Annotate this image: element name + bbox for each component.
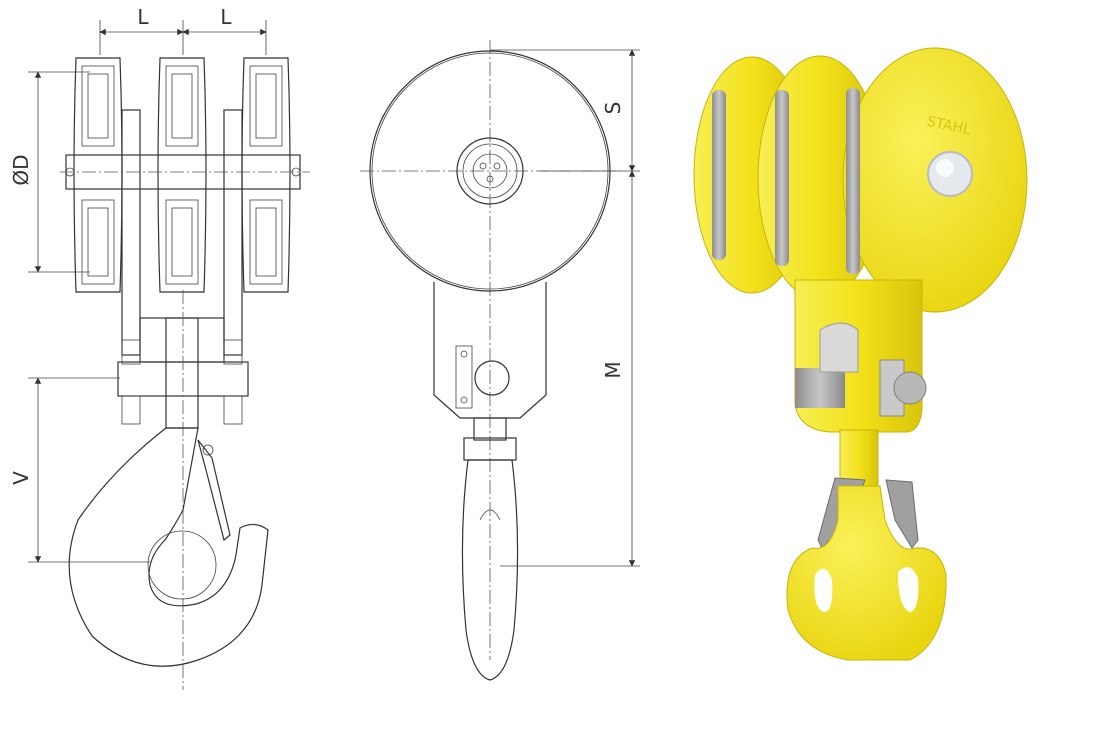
side-section-view: L L ØD [9,5,310,690]
dimension-l-top: L L [99,5,267,55]
dim-label-l-left: L [137,5,149,29]
dim-label-m: M [601,361,625,378]
front-view: S M [360,40,640,681]
side-plate-right [223,109,243,356]
hook-outline [68,427,269,667]
dimension-diameter: ØD [9,71,90,273]
dimension-v: V [9,377,150,563]
dim-label-l-right: L [220,5,232,29]
side-plate-left [121,109,141,356]
hook-block-render: STAHL [693,47,1028,661]
dim-label-s: S [601,102,625,115]
dimension-m: M [500,170,640,567]
hub [456,137,524,205]
hook-front-profile [461,459,519,681]
dim-label-v: V [9,471,33,485]
render-latch-right [885,479,919,549]
render-bracket [795,368,845,408]
sheave-section-2 [157,57,207,293]
dim-label-diameter: ØD [9,154,33,185]
render-bolt [893,371,927,405]
render-hook [786,485,947,661]
dimension-s: S [490,49,640,172]
sheave-section-3 [241,57,291,293]
bolt-head [474,360,510,396]
sheave-section-1 [73,57,123,293]
